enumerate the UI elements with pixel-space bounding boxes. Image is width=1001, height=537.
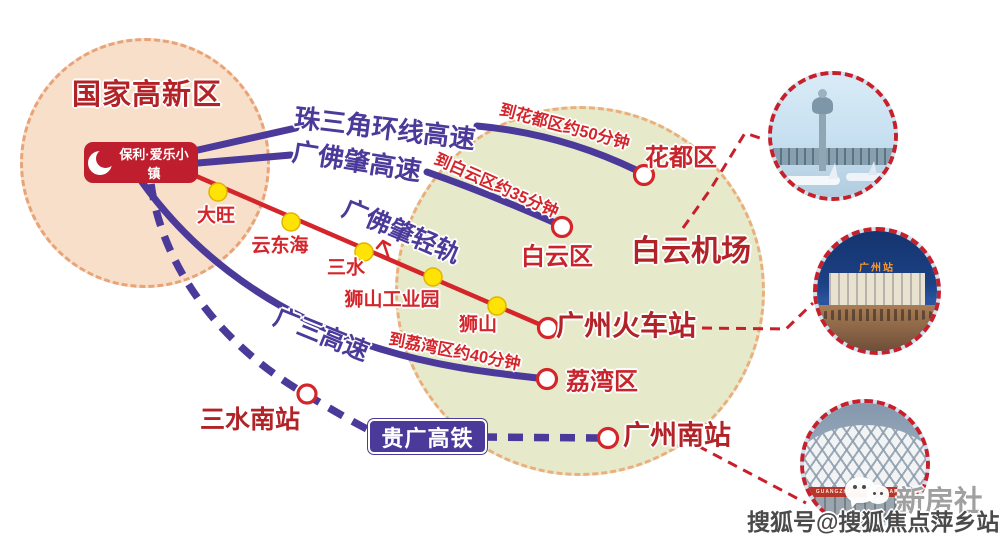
label-gz-railway-station: 广州火车站 [555, 310, 697, 341]
gz-south-station-photo: GUANGZHOU SOUTH RAILWAY STATION [800, 399, 930, 529]
guangsan-line [138, 178, 550, 383]
airport-terminal [772, 148, 894, 165]
airport-photo-connector [681, 131, 767, 229]
gzstation-photo-connector [701, 301, 815, 331]
station-dot-dawang [208, 182, 228, 202]
district-label-baiyun: 白云区 [521, 243, 593, 271]
zhusanjiao-line [473, 122, 648, 178]
label-baiyun-airport: 白云机场 [631, 235, 751, 268]
endpoint-sanshui-south [296, 383, 318, 405]
control-tower-icon [819, 109, 826, 171]
airplane-icon [782, 176, 840, 185]
airplane-icon [846, 173, 894, 181]
crowd [817, 309, 937, 321]
station-dot-shishan [487, 296, 507, 316]
station-label-dawang: 大旺 [196, 205, 236, 227]
district-label-liwan: 荔湾区 [566, 368, 638, 396]
guiguang-hsr-label: 贵广高铁 [381, 425, 474, 451]
label-sanshui-south-station: 三水南站 [199, 406, 301, 434]
endpoint-gz-railway [536, 316, 560, 340]
south-photo-connector [697, 444, 807, 505]
wechat-icon [845, 475, 893, 511]
moon-bird-icon [88, 148, 115, 176]
endpoint-liwan [535, 367, 559, 391]
brand-watermark: 新房社 [896, 486, 984, 518]
station-dot-sanshui [354, 242, 374, 262]
guiguang-hsr-line-west [147, 183, 371, 434]
project-logo-label: 保利·爱乐小镇 [119, 146, 189, 181]
station-dot-yundonghai [281, 212, 301, 232]
station-label-yundonghai: 云东海 [251, 235, 309, 257]
endpoint-baiyun [550, 215, 574, 239]
guangfozhao-line [423, 168, 566, 230]
baiyun-airport-photo [768, 71, 898, 201]
district-label-huadu: 花都区 [645, 144, 717, 172]
endpoint-huadu [632, 163, 656, 187]
project-logo: 保利·爱乐小镇 [84, 142, 198, 183]
guangfozhao-line-stub [194, 151, 295, 167]
station-label-shishan: 狮山 [458, 314, 498, 336]
station-label-sanshui: 三水 [326, 257, 366, 279]
hi-tech-zone-label: 国家高新区 [71, 79, 223, 111]
label-gz-south-station: 广州南站 [623, 420, 731, 451]
station-dot-shishan-park [423, 267, 443, 287]
station-label-shishan-park: 狮山工业园 [344, 289, 440, 311]
gz-railway-station-photo: 广州站 [813, 227, 941, 355]
guiguang-hsr-line-east [481, 433, 600, 442]
qinggui-label-arrow [375, 239, 392, 261]
zhusanjiao-line-stub [194, 124, 300, 154]
account-watermark: 搜狐号@搜狐焦点萍乡站 [747, 509, 1000, 535]
endpoint-gz-south [596, 426, 620, 450]
station-sign: 广州站 [859, 263, 895, 274]
station-plaza [817, 305, 937, 351]
guiguang-hsr-badge: 贵广高铁 [368, 419, 487, 454]
